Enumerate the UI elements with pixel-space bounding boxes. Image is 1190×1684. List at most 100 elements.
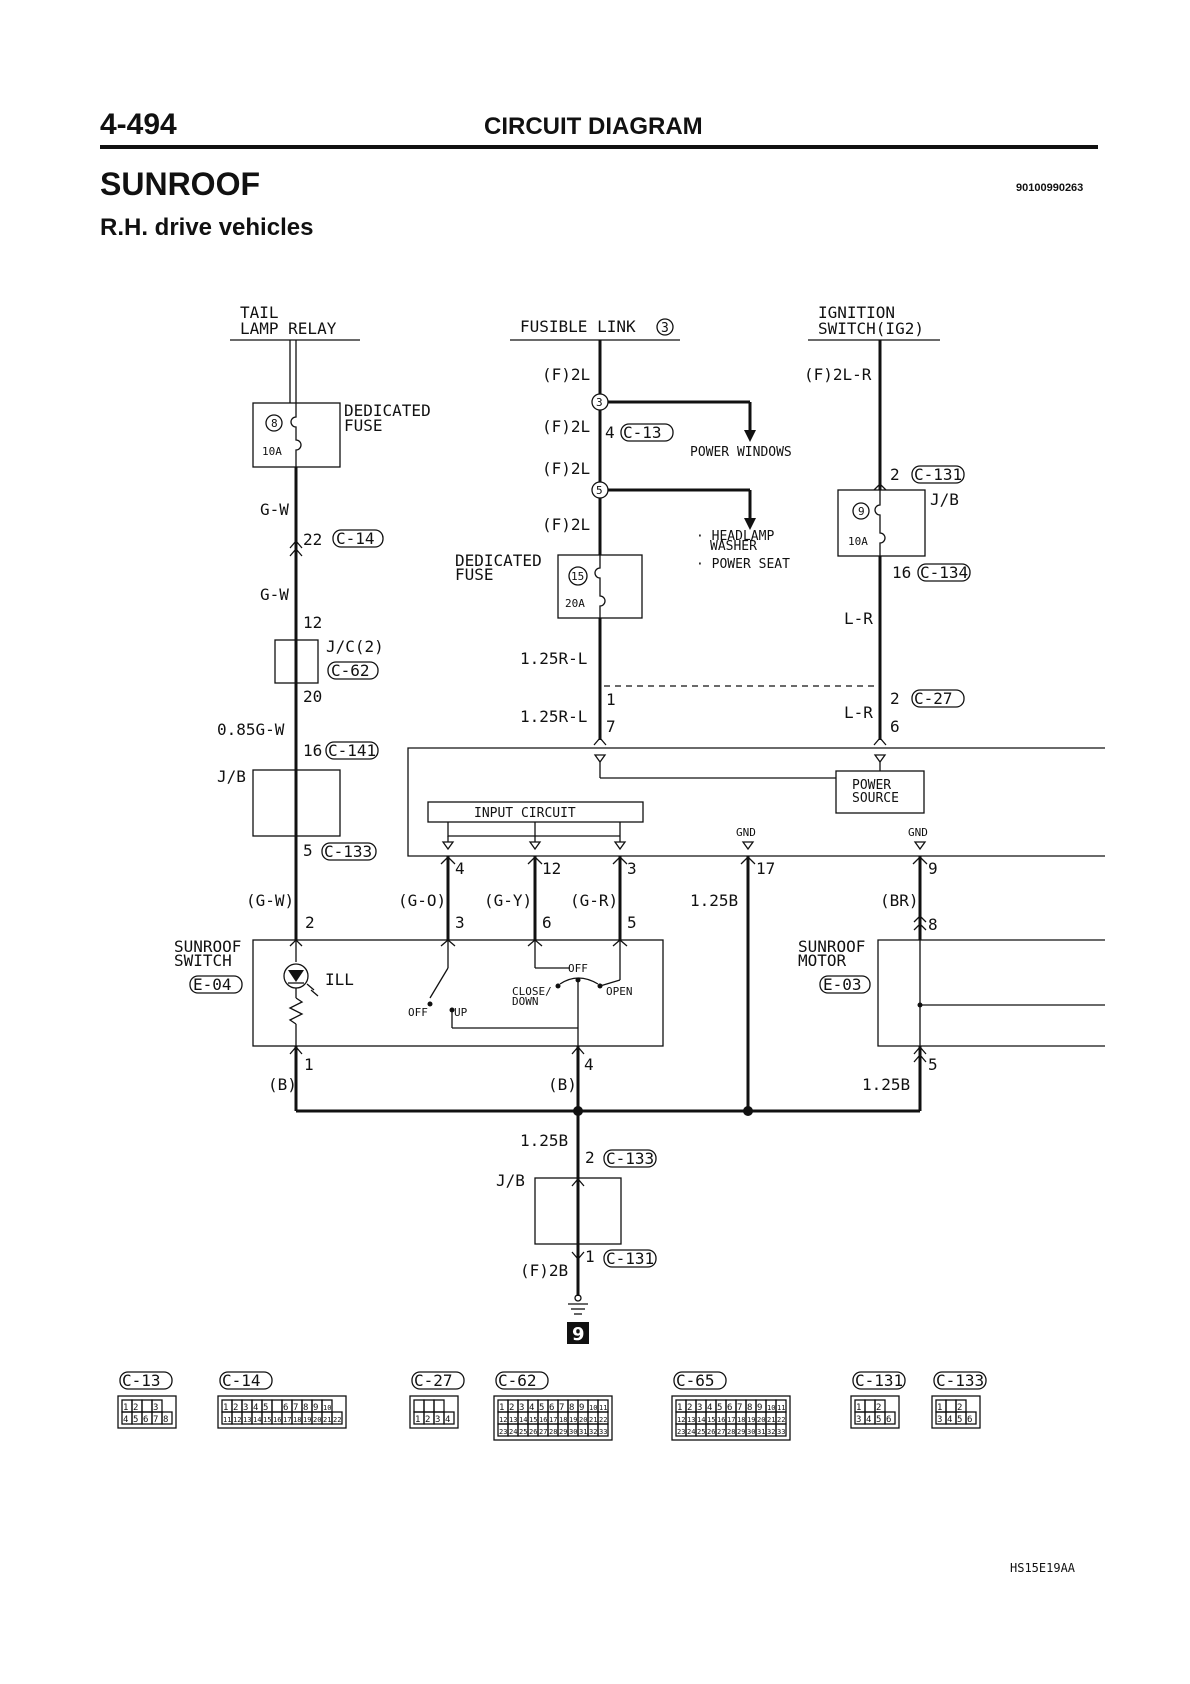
wire-label: (F)2L bbox=[542, 417, 590, 436]
fuse-number: 8 bbox=[271, 417, 278, 430]
wire-label: (F)2L bbox=[542, 515, 590, 534]
connector-pin-number: 3 bbox=[243, 1403, 248, 1413]
connector-pin-number: 10 bbox=[767, 1404, 775, 1412]
power-source-label: SOURCE bbox=[852, 791, 899, 806]
connector-pin-number: 11 bbox=[223, 1416, 231, 1424]
connector-pin-number: 4 bbox=[529, 1403, 534, 1413]
connector-pin-number: 10 bbox=[589, 1404, 597, 1412]
connector-pin-cell bbox=[331, 1411, 343, 1425]
connector-pin-number: 2 bbox=[957, 1403, 962, 1413]
sunroof-control-unit: POWER SOURCE INPUT CIRCUIT GND GND bbox=[407, 747, 1105, 857]
connector-pin-number: 29 bbox=[559, 1428, 567, 1436]
junction-block-label: J/B bbox=[496, 1171, 525, 1190]
connector-pin-number: 1 bbox=[856, 1403, 861, 1413]
pin-label: 6 bbox=[890, 717, 900, 736]
connector-pin-number: 8 bbox=[747, 1403, 752, 1413]
fuse-label-line1: DEDICATED bbox=[344, 401, 431, 420]
fuse-label-line2: FUSE bbox=[455, 565, 494, 584]
switch-position-label: UP bbox=[454, 1006, 468, 1019]
connector-pin-cell bbox=[884, 1411, 896, 1425]
ignition-switch-source: IGNITION SWITCH(IG2) bbox=[808, 303, 940, 341]
junction-block-label: J/B bbox=[217, 767, 246, 786]
branch-label: WASHER bbox=[710, 539, 757, 554]
wire-label: (G-O) bbox=[398, 891, 446, 910]
component-label: MOTOR bbox=[798, 951, 847, 970]
connector-pin-number: 28 bbox=[727, 1428, 735, 1436]
wire-label: G-W bbox=[260, 585, 289, 604]
connector-pin-number: 18 bbox=[293, 1416, 301, 1424]
connector-pin-number: 12 bbox=[499, 1416, 507, 1424]
fuse-label-line2: FUSE bbox=[344, 416, 383, 435]
connector-pin-number: 32 bbox=[589, 1428, 597, 1436]
connector-pin-number: 11 bbox=[599, 1404, 607, 1412]
connector-pin-cell bbox=[161, 1411, 173, 1425]
pin-label: 12 bbox=[542, 859, 561, 878]
connector-pin-number: 4 bbox=[707, 1403, 712, 1413]
pin-label: 2 bbox=[890, 689, 900, 708]
input-circuit-label: INPUT CIRCUIT bbox=[474, 806, 576, 821]
connector-pin-number: 2 bbox=[425, 1415, 430, 1425]
fuse-number: 9 bbox=[858, 505, 865, 518]
connector-pin-cell bbox=[597, 1423, 609, 1437]
pin-label: 20 bbox=[303, 687, 322, 706]
connector-face-tag: C-65 bbox=[676, 1371, 715, 1390]
pin-label: 8 bbox=[928, 915, 938, 934]
section-subtitle: R.H. drive vehicles bbox=[100, 214, 314, 241]
connector-tag: E-04 bbox=[193, 975, 232, 994]
wire-label: (BR) bbox=[880, 891, 919, 910]
wire-label: 1.25R-L bbox=[520, 707, 587, 726]
splice-number: 5 bbox=[596, 484, 603, 497]
branch-label: POWER WINDOWS bbox=[690, 445, 792, 460]
connector-pin-number: 11 bbox=[777, 1404, 785, 1412]
connector-pin-number: 7 bbox=[293, 1403, 298, 1413]
illumination-label: ILL bbox=[325, 970, 354, 989]
connector-pin-number: 27 bbox=[539, 1428, 547, 1436]
connector-pin-number: 1 bbox=[499, 1403, 504, 1413]
connector-pin-number: 4 bbox=[445, 1415, 450, 1425]
wire-label: (F)2L bbox=[542, 459, 590, 478]
connector-pin-number: 2 bbox=[876, 1403, 881, 1413]
connector-pin-number: 1 bbox=[123, 1403, 128, 1413]
wire-label: (G-R) bbox=[570, 891, 618, 910]
connector-pin-number: 21 bbox=[323, 1416, 331, 1424]
connector-pin-number: 2 bbox=[233, 1403, 238, 1413]
pin-label: 4 bbox=[605, 423, 615, 442]
pin-label: 5 bbox=[928, 1055, 938, 1074]
wire-label: (F)2B bbox=[520, 1261, 568, 1280]
connector-pin-number: 5 bbox=[133, 1415, 138, 1425]
connector-pin-number: 31 bbox=[757, 1428, 765, 1436]
pin-label: 2 bbox=[585, 1148, 595, 1167]
wire-label: L-R bbox=[844, 703, 873, 722]
connector-pin-number: 3 bbox=[435, 1415, 440, 1425]
connector-pin-number: 5 bbox=[717, 1403, 722, 1413]
connector-pin-number: 14 bbox=[697, 1416, 705, 1424]
connector-pin-number: 5 bbox=[539, 1403, 544, 1413]
junction-block-label: J/B bbox=[930, 490, 959, 509]
connector-pin-number: 3 bbox=[856, 1415, 861, 1425]
connector-tag: C-131 bbox=[606, 1249, 654, 1268]
connector-pin-number: 8 bbox=[569, 1403, 574, 1413]
connector-pin-number: 1 bbox=[415, 1415, 420, 1425]
pin-label: 5 bbox=[627, 913, 637, 932]
connector-pin-number: 21 bbox=[767, 1416, 775, 1424]
source-label: FUSIBLE LINK bbox=[520, 317, 636, 336]
pin-label: 16 bbox=[303, 741, 322, 760]
wire-label: (G-W) bbox=[246, 891, 294, 910]
pin-label: 9 bbox=[928, 859, 938, 878]
connector-pin-number: 19 bbox=[303, 1416, 311, 1424]
pin-label: 7 bbox=[606, 717, 616, 736]
connector-pin-number: 24 bbox=[509, 1428, 517, 1436]
connector-pin-number: 6 bbox=[886, 1415, 891, 1425]
connector-pin-number: 22 bbox=[333, 1416, 341, 1424]
connector-pin-cell bbox=[965, 1411, 977, 1425]
fusible-link-source: FUSIBLE LINK 3 bbox=[510, 317, 680, 341]
right-power-path: (F)2L-R 2 C-131 J/B 9 10A 16 C-134 L-R 2… bbox=[804, 340, 971, 746]
switch-position-label: OPEN bbox=[606, 985, 633, 998]
connector-pin-number: 9 bbox=[757, 1403, 762, 1413]
branch-label: · POWER SEAT bbox=[696, 557, 790, 572]
wire-label: (F)2L bbox=[542, 365, 590, 384]
connector-pin-number: 17 bbox=[727, 1416, 735, 1424]
connector-pin-number: 9 bbox=[313, 1403, 318, 1413]
